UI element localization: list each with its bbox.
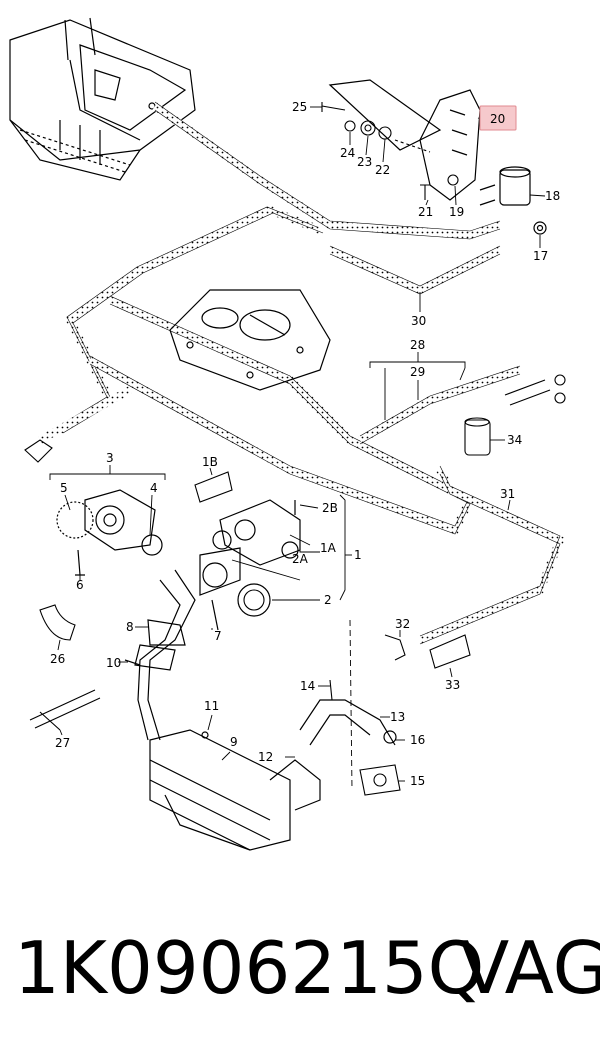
throttle-valve-assembly	[56, 489, 163, 576]
callout-2A: 2A	[292, 552, 309, 566]
vacuum-hoses	[38, 101, 566, 645]
callout-4: 4	[150, 481, 158, 495]
callout-10: 10	[106, 656, 121, 670]
callout-20: 20	[490, 112, 505, 126]
callout-24: 24	[340, 146, 355, 160]
callout-2B: 2B	[322, 501, 338, 515]
callout-12: 12	[258, 750, 273, 764]
solenoid-bracket	[328, 79, 547, 235]
callout-15: 15	[410, 774, 425, 788]
callout-31: 31	[500, 487, 515, 501]
egr-valve	[199, 499, 301, 617]
callout-1A: 1A	[320, 541, 337, 555]
engine-cover	[169, 289, 331, 391]
callout-6: 6	[76, 578, 84, 592]
callout-1B: 1B	[202, 455, 218, 469]
callout-33: 33	[445, 678, 460, 692]
bolts-washers-top	[321, 102, 459, 200]
callout-13: 13	[390, 710, 405, 724]
callout-26: 26	[50, 652, 65, 666]
egr-cooler	[149, 699, 397, 851]
highlight-box	[479, 105, 517, 131]
egr-pipe	[124, 569, 219, 741]
callout-23: 23	[357, 155, 372, 169]
callout-labels: 25 20 24 23 22 18 21 19 17 30 28 29 34 3…	[50, 100, 560, 788]
callout-29: 29	[410, 365, 425, 379]
callout-7: 7	[214, 629, 222, 643]
callout-25: 25	[292, 100, 307, 114]
callout-3: 3	[106, 451, 114, 465]
callout-27: 27	[55, 736, 70, 750]
callout-leader-lines	[49, 106, 546, 791]
callout-16: 16	[410, 733, 425, 747]
callout-2: 2	[324, 593, 332, 607]
callout-1: 1	[354, 548, 362, 562]
brand-name: VAG	[460, 926, 600, 1010]
callout-8: 8	[126, 620, 134, 634]
callout-30: 30	[411, 314, 426, 328]
callout-14: 14	[300, 679, 315, 693]
air-filter-housing	[9, 17, 196, 181]
callout-19: 19	[449, 205, 464, 219]
part-number: 1K0906215Q	[14, 926, 485, 1010]
callout-28: 28	[410, 338, 425, 352]
callout-34: 34	[507, 433, 522, 447]
callout-9: 9	[230, 735, 238, 749]
callout-18: 18	[545, 189, 560, 203]
callout-11: 11	[204, 699, 219, 713]
callout-32: 32	[395, 617, 410, 631]
callout-5: 5	[60, 481, 68, 495]
callout-22: 22	[375, 163, 390, 177]
parts-diagram: 25 20 24 23 22 18 21 19 17 30 28 29 34 3…	[9, 17, 566, 851]
callout-21: 21	[418, 205, 433, 219]
small-parts	[24, 374, 566, 796]
part-caption: 1K0906215Q VAG	[0, 918, 600, 1018]
callout-17: 17	[533, 249, 548, 263]
